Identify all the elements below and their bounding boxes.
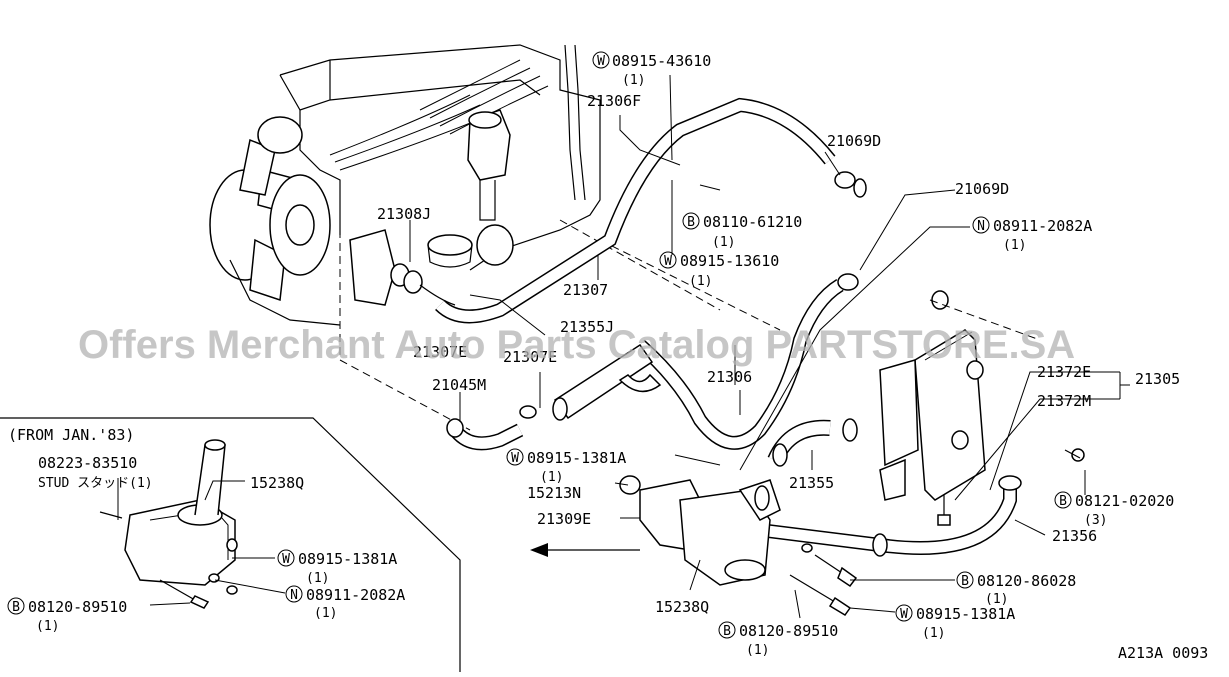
oil-cooler-21305 bbox=[879, 290, 1041, 501]
quantity: (1) bbox=[746, 643, 769, 658]
nut-symbol: N bbox=[977, 219, 985, 234]
label-08120-89510-main: B 08120-89510 (1) bbox=[718, 621, 838, 658]
label-21309E: 21309E bbox=[537, 510, 591, 528]
label-08121-02020: B 08121-02020 (3) bbox=[1054, 491, 1174, 528]
washer-symbol: W bbox=[597, 54, 605, 69]
engine-illustration bbox=[209, 44, 781, 431]
quantity: (1) bbox=[985, 592, 1008, 607]
part-number: 08915-1381A bbox=[527, 449, 626, 467]
label-21372M: 21372M bbox=[1037, 392, 1091, 410]
label-08223-83510: 08223-83510 bbox=[38, 454, 137, 472]
part-number: 08110-61210 bbox=[703, 213, 802, 231]
thermostat-housing bbox=[619, 448, 1085, 616]
label-21308J: 21308J bbox=[377, 205, 431, 223]
quantity: (3) bbox=[1084, 513, 1107, 528]
quantity: (1) bbox=[689, 274, 712, 289]
washer-symbol: W bbox=[282, 552, 290, 567]
part-number: 08915-1381A bbox=[916, 605, 1015, 623]
hose-21307 bbox=[435, 97, 867, 324]
inset-title: (FROM JAN.'83) bbox=[8, 426, 134, 444]
bolt-symbol: B bbox=[723, 624, 731, 639]
label-21306: 21306 bbox=[707, 368, 752, 386]
label-21069D-right: 21069D bbox=[955, 180, 1009, 198]
hose-21306 bbox=[635, 273, 859, 450]
washer-symbol: W bbox=[511, 451, 519, 466]
label-08110-61210: B 08110-61210 (1) bbox=[682, 212, 802, 250]
label-21306F: 21306F bbox=[587, 92, 641, 110]
part-number: 08120-89510 bbox=[739, 622, 838, 640]
label-21307E-left: 21307E bbox=[413, 343, 467, 361]
part-number: 08915-43610 bbox=[612, 52, 711, 70]
label-21372E: 21372E bbox=[1037, 363, 1091, 381]
bolt-symbol: B bbox=[961, 574, 969, 589]
bolt-symbol: B bbox=[12, 600, 20, 615]
leader-lines bbox=[117, 74, 1130, 619]
quantity: (1) bbox=[36, 619, 59, 634]
washer-symbol: W bbox=[664, 254, 672, 269]
part-number: 08911-2082A bbox=[993, 217, 1092, 235]
label-15213N: 15213N bbox=[527, 484, 581, 502]
part-number: 08120-86028 bbox=[977, 572, 1076, 590]
label-stud: STUD スタッド(1) bbox=[38, 476, 153, 491]
quantity: (1) bbox=[712, 235, 735, 250]
label-08915-13610: W 08915-13610 (1) bbox=[659, 251, 779, 289]
washer-symbol: W bbox=[900, 607, 908, 622]
label-21355: 21355 bbox=[789, 474, 834, 492]
hose-21356 bbox=[759, 475, 1022, 557]
label-08911-2082A-inset: N 08911-2082A (1) bbox=[285, 585, 405, 621]
label-21356: 21356 bbox=[1052, 527, 1097, 545]
label-08915-1381A-right: W 08915-1381A (1) bbox=[895, 604, 1015, 641]
nut-symbol: N bbox=[290, 588, 298, 603]
hose-21045M bbox=[446, 405, 537, 451]
part-number: 08120-89510 bbox=[28, 598, 127, 616]
bolt-symbol: B bbox=[1059, 494, 1067, 509]
label-21045M: 21045M bbox=[432, 376, 486, 394]
label-08915-43610: W 08915-43610 (1) bbox=[592, 51, 711, 88]
label-21307E-mid: 21307E bbox=[503, 348, 557, 366]
label-21305: 21305 bbox=[1135, 370, 1180, 388]
pipe-21355J bbox=[552, 343, 662, 421]
label-15238Q-main: 15238Q bbox=[655, 598, 709, 616]
part-number: 08911-2082A bbox=[306, 586, 405, 604]
hose-21355 bbox=[767, 418, 858, 467]
quantity: (1) bbox=[540, 470, 563, 485]
diagram-code: A213A 0093 bbox=[1118, 644, 1208, 662]
label-08911-2082A-main: N 08911-2082A (1) bbox=[972, 216, 1092, 253]
label-08120-86028: B 08120-86028 (1) bbox=[956, 571, 1076, 607]
label-21355J: 21355J bbox=[560, 318, 614, 336]
inset-panel bbox=[0, 417, 461, 672]
label-08120-89510-inset: B 08120-89510 (1) bbox=[7, 597, 127, 634]
label-08915-1381A-inset: W 08915-1381A (1) bbox=[277, 549, 397, 586]
label-08915-1381A-mid: W 08915-1381A (1) bbox=[506, 448, 626, 485]
bolt-symbol: B bbox=[687, 215, 695, 230]
part-number: 08121-02020 bbox=[1075, 492, 1174, 510]
label-21069D-upper: 21069D bbox=[827, 132, 881, 150]
watermark: Offers Merchant Auto Parts Catalog PARTS… bbox=[78, 323, 1075, 367]
quantity: (1) bbox=[306, 571, 329, 586]
quantity: (1) bbox=[622, 73, 645, 88]
part-labels: W 08915-43610 (1) 21306F 21069D 21069D B… bbox=[7, 51, 1208, 662]
label-15238Q-inset: 15238Q bbox=[250, 474, 304, 492]
quantity: (1) bbox=[1003, 238, 1026, 253]
quantity: (1) bbox=[922, 626, 945, 641]
part-number: 08915-1381A bbox=[298, 550, 397, 568]
front-arrow bbox=[530, 543, 640, 557]
part-number: 08915-13610 bbox=[680, 252, 779, 270]
quantity: (1) bbox=[314, 606, 337, 621]
label-21307: 21307 bbox=[563, 281, 608, 299]
